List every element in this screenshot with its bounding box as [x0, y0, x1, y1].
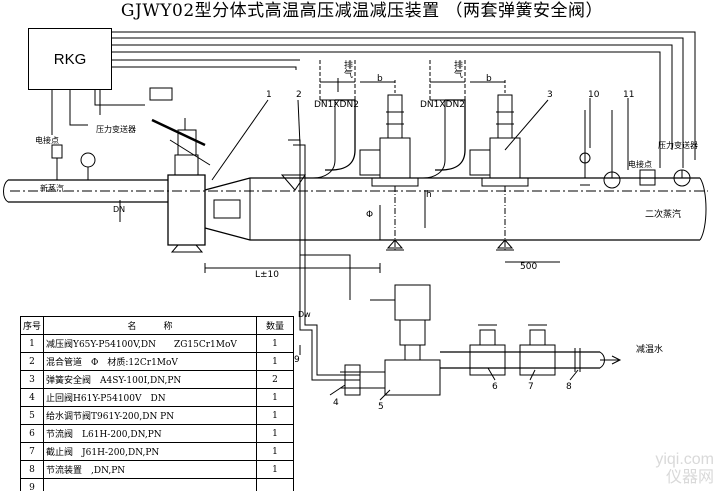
bom-qty: 1 — [256, 334, 295, 353]
bom-header-no: 序号 — [19, 316, 45, 335]
bom-no: 9 — [19, 478, 45, 491]
bom-qty — [256, 478, 295, 491]
callout-3: 3 — [547, 90, 553, 100]
secondary-steam-label: 二次蒸汽 — [645, 210, 682, 220]
bom-no: 4 — [19, 388, 45, 407]
bom-no: 1 — [19, 334, 45, 353]
rkg-controller-box: RKG — [28, 28, 112, 90]
bom-name: 减压阀Y65Y-P54100V,DN ZG15Cr1MoV — [43, 334, 258, 353]
callout-5: 5 — [378, 402, 384, 412]
watermark: yiqi.com 仪器网 — [655, 451, 714, 487]
bom-no: 2 — [19, 352, 45, 371]
dim-500-label: 500 — [520, 262, 538, 272]
elec-contact-label-right: 电接点 — [628, 160, 652, 169]
bom-name: 节流装置 ,DN,PN — [43, 460, 258, 479]
bom-no: 5 — [19, 406, 45, 425]
dn-label-left: DN1XDN2 — [314, 100, 359, 110]
dw-label: Dw — [298, 310, 311, 319]
callout-6: 6 — [492, 382, 498, 392]
bom-no: 7 — [19, 442, 45, 461]
bom-name: 止回阀H61Y-P54100V DN — [43, 388, 258, 407]
bom-no: 6 — [19, 424, 45, 443]
callout-4: 4 — [333, 398, 339, 408]
bom-name: 混合管道 Φ 材质:12Cr1MoV — [43, 352, 258, 371]
exhaust-label-left: 排气 — [342, 60, 352, 78]
bom-qty: 1 — [256, 388, 295, 407]
bom-qty: 1 — [256, 406, 295, 425]
pressure-transmitter-label-left: 压力变送器 — [96, 125, 136, 134]
l-dimension-label: L±10 — [255, 270, 280, 280]
elec-contact-label-left: 电接点 — [35, 136, 59, 145]
bom-name: 弹簧安全阀 A4SY-100I,DN,PN — [43, 370, 258, 389]
desuper-water-label: 减温水 — [636, 345, 664, 355]
watermark-line1: yiqi.com — [655, 451, 714, 468]
bom-name: 截止阀 J61H-200,DN,PN — [43, 442, 258, 461]
bom-qty: 1 — [256, 460, 295, 479]
bom-name — [43, 478, 258, 491]
phi-label: Φ — [366, 210, 374, 220]
dn-label-right: DN1XDN2 — [420, 100, 465, 110]
bom-row: 9 — [19, 478, 295, 491]
callout-9: 9 — [294, 355, 300, 365]
bom-name: 给水调节阀T961Y-200,DN PN — [43, 406, 258, 425]
new-steam-label: 新蒸汽 — [40, 184, 64, 193]
page-title: GJWY02型分体式高温高压减温减压装置 （两套弹簧安全阀） — [120, 1, 604, 21]
callout-8: 8 — [566, 382, 572, 392]
callout-1: 1 — [266, 90, 272, 100]
watermark-line2: 仪器网 — [665, 469, 714, 486]
callout-7: 7 — [528, 382, 534, 392]
bom-qty: 2 — [256, 370, 295, 389]
b-label-left: b — [377, 74, 383, 84]
callout-11: 11 — [623, 90, 635, 100]
dn-small-label: DN — [113, 205, 126, 214]
bom-header-qty: 数量 — [256, 316, 295, 335]
bom-qty: 1 — [256, 424, 295, 443]
bom-header-row: 序号 名 称 数量 — [19, 316, 295, 335]
exhaust-label-right: 排气 — [452, 60, 462, 78]
bom-qty: 1 — [256, 352, 295, 371]
bom-name: 节流阀 L61H-200,DN,PN — [43, 424, 258, 443]
bom-header-name: 名 称 — [43, 316, 258, 335]
b-label-right: b — [486, 74, 492, 84]
callout-10: 10 — [588, 90, 600, 100]
callout-2: 2 — [296, 90, 302, 100]
bom-no: 8 — [19, 460, 45, 479]
bom-no: 3 — [19, 370, 45, 389]
bom-qty: 1 — [256, 442, 295, 461]
h-label: h — [426, 190, 432, 200]
pressure-transmitter-label-right: 压力变送器 — [658, 141, 698, 150]
